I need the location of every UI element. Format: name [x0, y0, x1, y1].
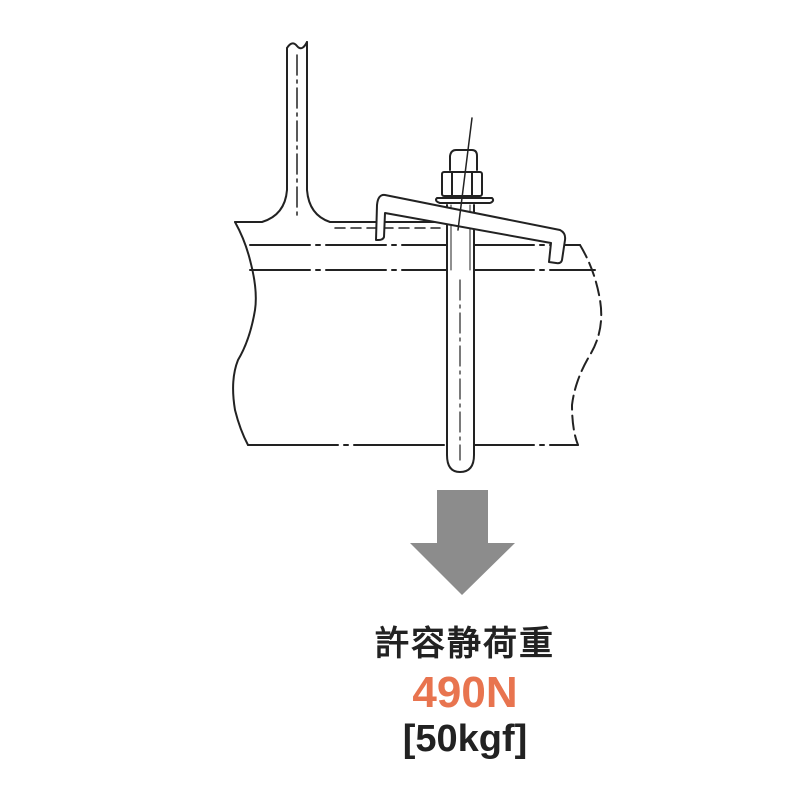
- nut-assembly: [435, 117, 495, 231]
- beam-web: [234, 41, 441, 223]
- stud-bolt: [446, 204, 475, 473]
- load-value: 490N: [412, 668, 518, 717]
- beam-flange: [232, 221, 603, 446]
- allowable-static-load-label: 許容静荷重: [375, 624, 555, 664]
- load-arrow-icon: [410, 490, 515, 595]
- load-value-kgf: [50kgf]: [402, 718, 528, 760]
- clamp-clip: [375, 193, 567, 265]
